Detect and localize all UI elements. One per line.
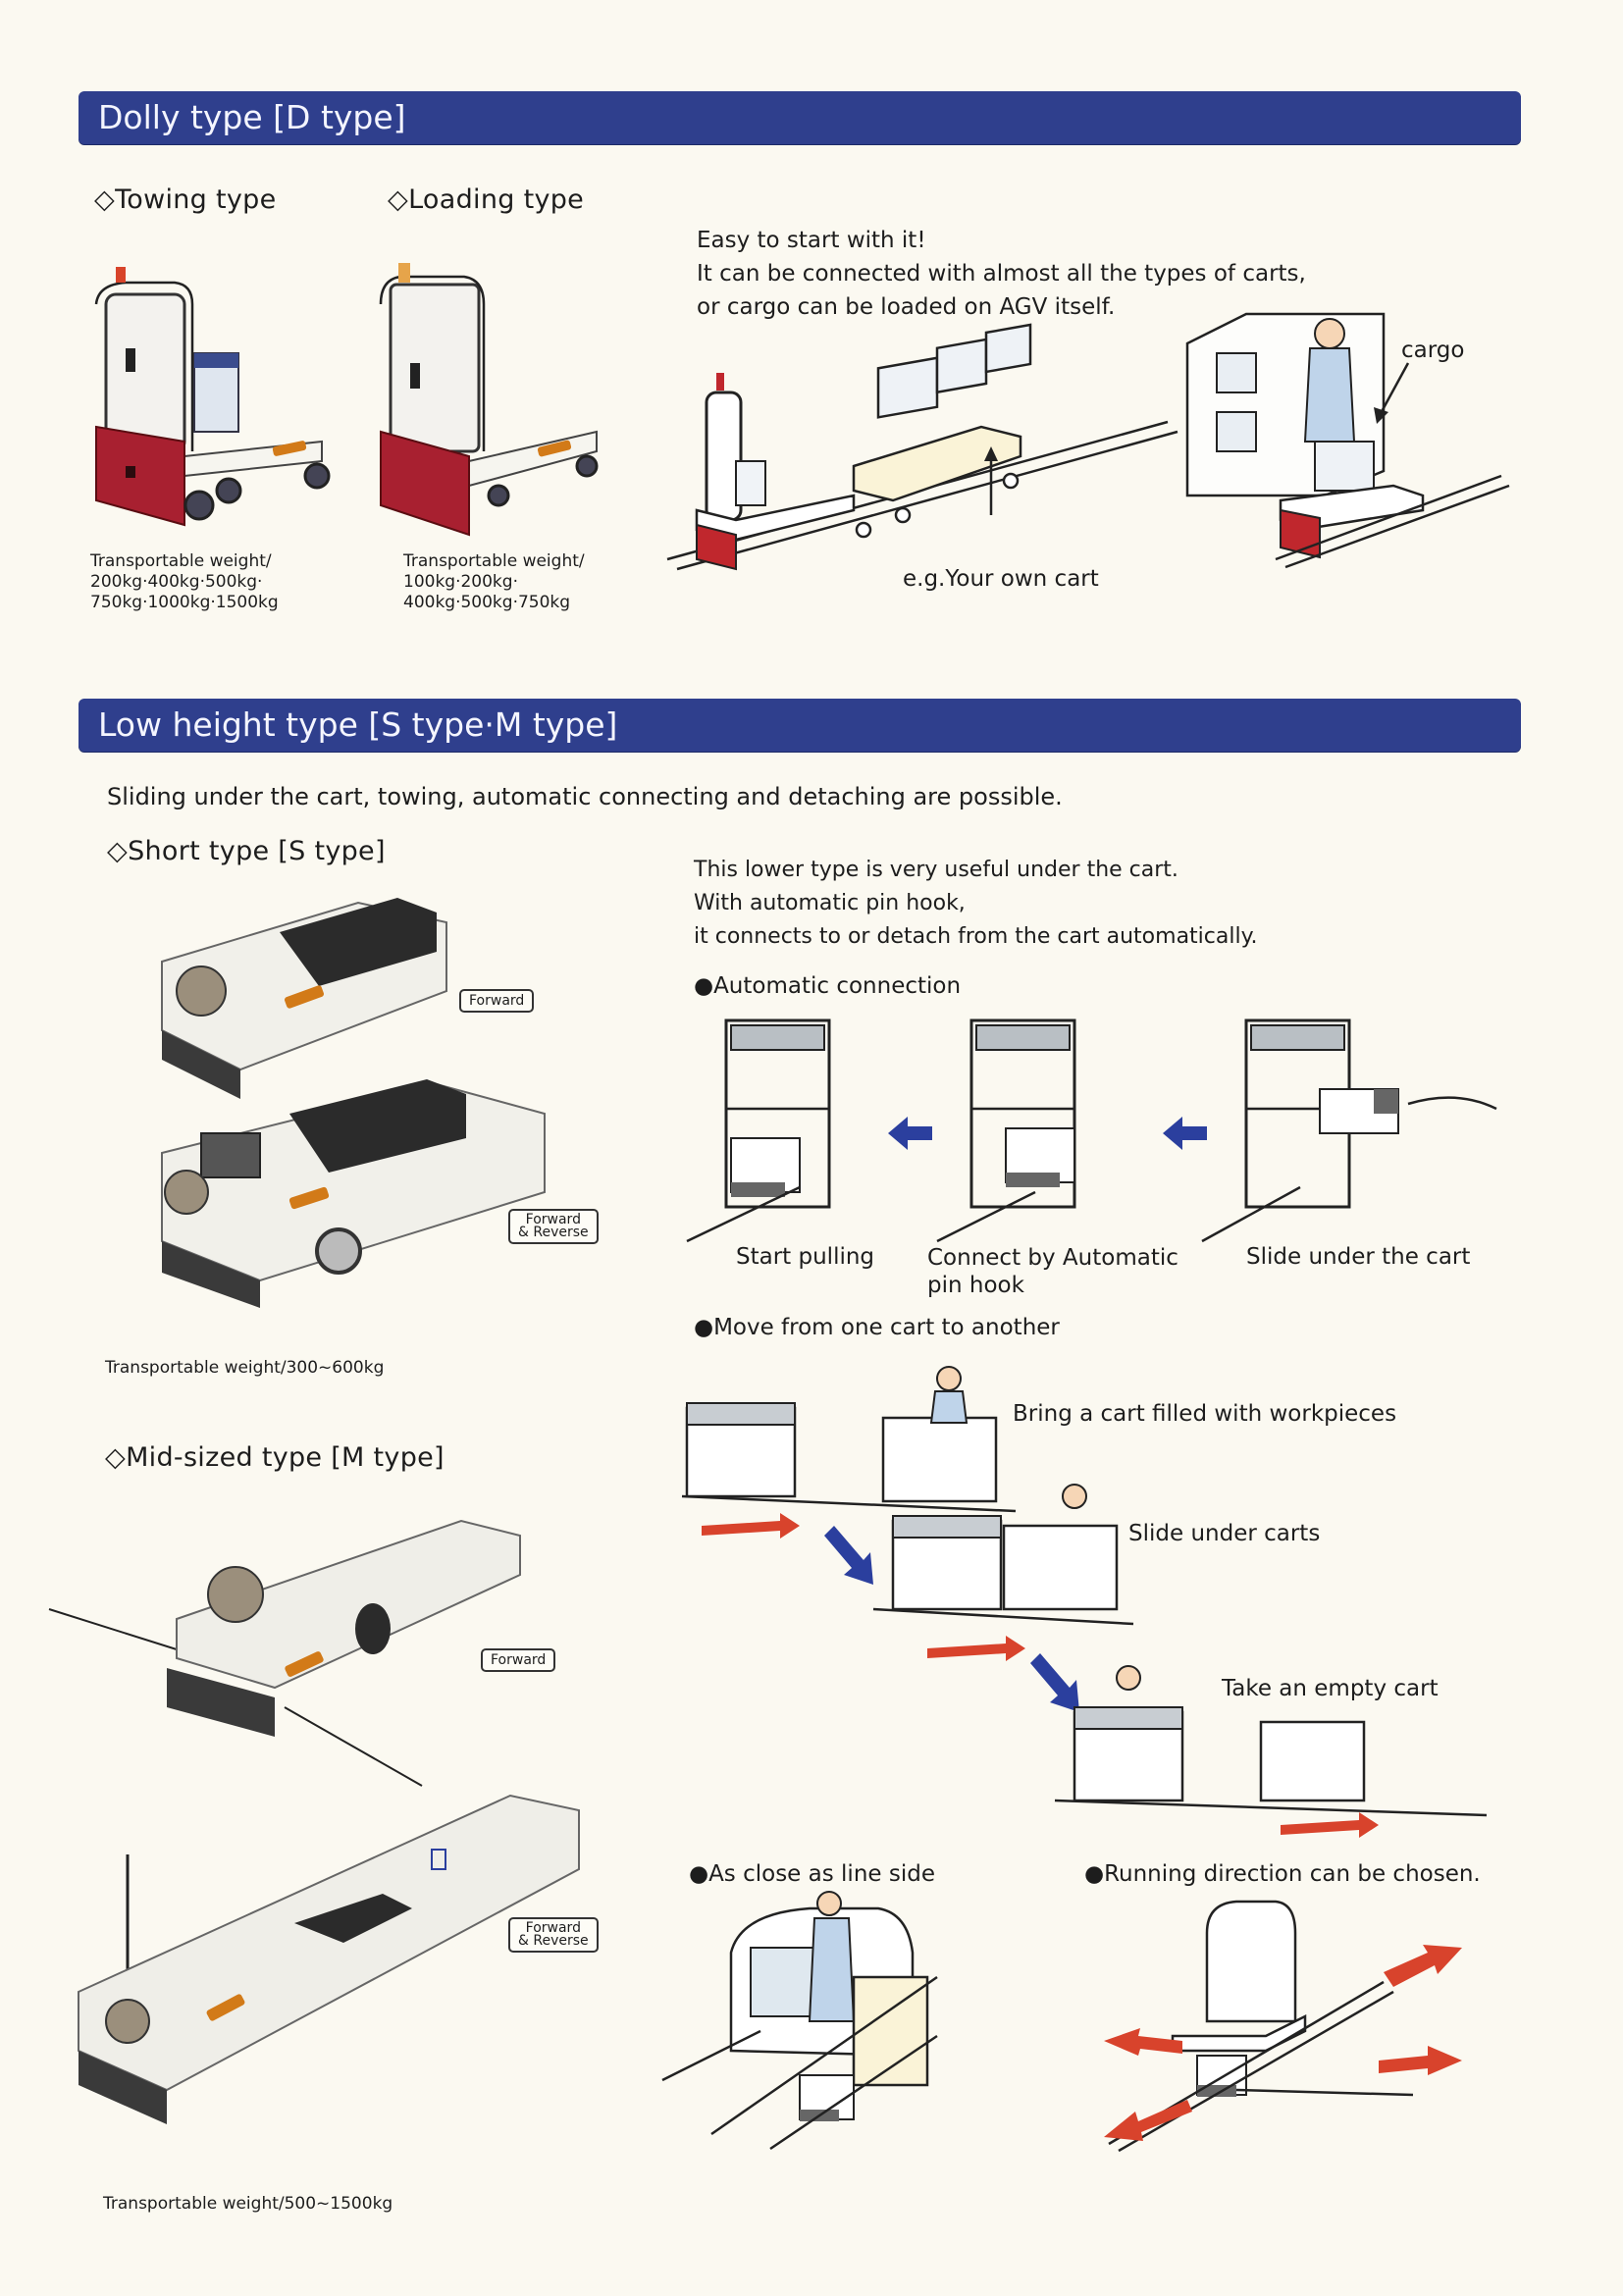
- s-type-agv-forward-reverse-photo: [161, 1079, 546, 1308]
- red-arrow: [1281, 1812, 1379, 1838]
- m-type-agv-forward-photo: [48, 1519, 521, 1787]
- loading-agv-photo: [379, 263, 599, 537]
- blue-arrow: [1163, 1117, 1207, 1150]
- step-bring-cart: Bring a cart filled with workpieces: [1013, 1401, 1397, 1427]
- description-line: This lower type is very useful under the…: [694, 858, 1178, 882]
- description-line: it connects to or detach from the cart a…: [694, 924, 1258, 949]
- auto-connection-heading: ●Automatic connection: [694, 973, 962, 999]
- s-type-agv-forward-photo: [161, 898, 447, 1099]
- mid-type-heading: ◇Mid-sized type [M type]: [105, 1442, 445, 1473]
- cart-label: e.g.Your own cart: [903, 566, 1099, 592]
- towing-weight: Transportable weight/ 200kg·400kg·500kg·…: [90, 551, 279, 613]
- weight-line: Transportable weight/: [403, 551, 585, 571]
- red-arrow: [1384, 1945, 1462, 1987]
- blue-arrow: [824, 1526, 873, 1585]
- m-type-agv-forward-reverse-photo: [78, 1794, 580, 2124]
- low-height-description: This lower type is very useful under the…: [694, 854, 1257, 954]
- short-type-heading: ◇Short type [S type]: [107, 836, 386, 866]
- tag-line: & Reverse: [518, 1225, 589, 1240]
- dolly-description: Easy to start with it! It can be connect…: [697, 224, 1306, 324]
- blue-arrow: [1030, 1653, 1079, 1712]
- m-type-weight: Transportable weight/500~1500kg: [103, 2194, 393, 2214]
- loading-weight: Transportable weight/ 100kg·200kg· 400kg…: [403, 551, 585, 613]
- red-arrow: [702, 1513, 800, 1539]
- dolly-loading-illustration: [1185, 312, 1510, 569]
- red-arrow: [1104, 2100, 1192, 2141]
- tag-forward: Forward: [459, 989, 535, 1013]
- section-title: Low height type [S type·M type]: [98, 705, 618, 744]
- section-header-dolly: Dolly type [D type]: [79, 91, 1521, 144]
- tag-line: Forward: [525, 1920, 581, 1936]
- cart-connect: [936, 1018, 1076, 1243]
- line-side-heading: ●As close as line side: [689, 1861, 935, 1887]
- weight-line: Transportable weight/: [90, 551, 272, 571]
- line-side-illustration: [661, 1891, 938, 2151]
- move-carts-illustration: [681, 1366, 1488, 1838]
- description-line: With automatic pin hook,: [694, 891, 966, 915]
- description-line: or cargo can be loaded on AGV itself.: [697, 294, 1116, 320]
- weight-line: 400kg·500kg·750kg: [403, 593, 571, 612]
- dolly-towing-illustration: [666, 323, 1178, 571]
- weight-line: 750kg·1000kg·1500kg: [90, 593, 279, 612]
- move-carts-heading: ●Move from one cart to another: [694, 1315, 1060, 1340]
- red-arrow: [927, 1636, 1025, 1661]
- auto-connection-illustration: [686, 1018, 1497, 1243]
- tag-forward-reverse: Forward & Reverse: [508, 1917, 599, 1953]
- section-title: Dolly type [D type]: [98, 98, 406, 136]
- loading-type-heading: ◇Loading type: [388, 184, 585, 215]
- towing-agv-photo: [94, 267, 331, 527]
- s-type-weight: Transportable weight/300~600kg: [105, 1358, 385, 1378]
- description-line: Easy to start with it!: [697, 228, 926, 253]
- cargo-label: cargo: [1401, 338, 1465, 363]
- blue-arrow: [888, 1117, 932, 1150]
- running-direction-heading: ●Running direction can be chosen.: [1084, 1861, 1481, 1887]
- red-arrow: [1379, 2046, 1462, 2075]
- tag-forward-reverse: Forward & Reverse: [508, 1209, 599, 1244]
- tag-line: Forward: [525, 1212, 581, 1227]
- low-height-intro: Sliding under the cart, towing, automati…: [107, 783, 1063, 810]
- step-take-empty-cart: Take an empty cart: [1222, 1676, 1439, 1701]
- step-slide-under: Slide under the cart: [1246, 1244, 1471, 1270]
- step-connect-pin-hook: Connect by Automatic pin hook: [927, 1245, 1178, 1298]
- running-direction-illustration: [1104, 1900, 1462, 2153]
- description-line: It can be connected with almost all the …: [697, 261, 1306, 287]
- step-start-pulling: Start pulling: [736, 1244, 875, 1270]
- towing-type-heading: ◇Towing type: [94, 184, 277, 215]
- red-arrow: [1104, 2028, 1182, 2056]
- section-header-low-height: Low height type [S type·M type]: [79, 699, 1521, 752]
- weight-line: 200kg·400kg·500kg·: [90, 572, 263, 592]
- tag-line: & Reverse: [518, 1933, 589, 1949]
- cart-slide-under: [1201, 1018, 1497, 1243]
- cart-start-pulling: [686, 1018, 831, 1243]
- weight-line: 100kg·200kg·: [403, 572, 518, 592]
- step-slide-under-carts: Slide under carts: [1128, 1521, 1321, 1546]
- tag-forward: Forward: [481, 1648, 556, 1672]
